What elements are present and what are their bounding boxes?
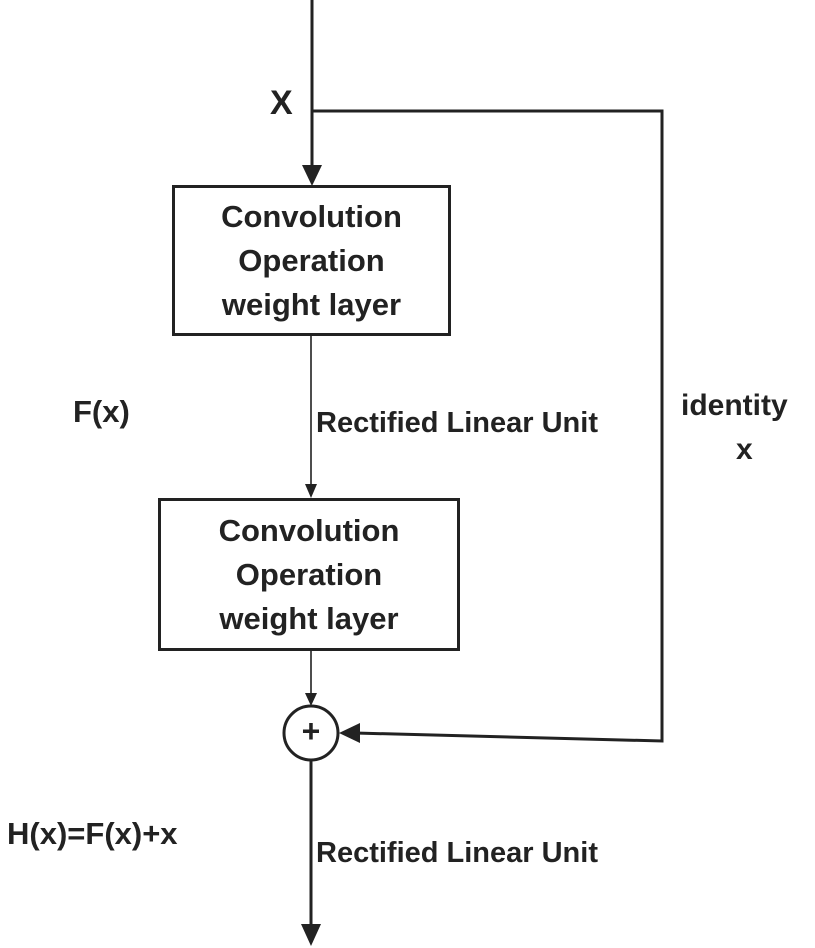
- identity-label-line-1: identity: [681, 389, 788, 422]
- conv-block-2-line-3: weight layer: [219, 600, 399, 636]
- conv-block-2-line-1: Convolution: [218, 512, 400, 548]
- relu-label-2: Rectified Linear Unit: [316, 837, 598, 869]
- identity-arrowhead: [339, 723, 360, 743]
- conv-block-2: Convolution Operation weight layer: [158, 498, 460, 651]
- block2-to-sum-arrowhead: [305, 693, 317, 706]
- block1-to-block2-arrowhead: [305, 484, 317, 498]
- relu-label-1: Rectified Linear Unit: [316, 407, 598, 439]
- conv-block-1-line-1: Convolution: [221, 198, 402, 234]
- output-arrowhead: [301, 924, 321, 946]
- identity-label-line-2: x: [736, 433, 753, 466]
- conv-block-1-line-2: Operation: [238, 242, 385, 278]
- conv-block-1: Convolution Operation weight layer: [172, 185, 451, 336]
- sum-symbol: +: [301, 713, 321, 749]
- identity-shortcut-line: [312, 109, 664, 743]
- conv-block-2-line-2: Operation: [235, 556, 383, 592]
- input-arrowhead: [302, 165, 322, 186]
- conv-block-1-line-3: weight layer: [221, 286, 402, 322]
- input-label: X: [270, 84, 293, 122]
- fx-label: F(x): [73, 394, 130, 429]
- hx-label: H(x)=F(x)+x: [7, 816, 178, 851]
